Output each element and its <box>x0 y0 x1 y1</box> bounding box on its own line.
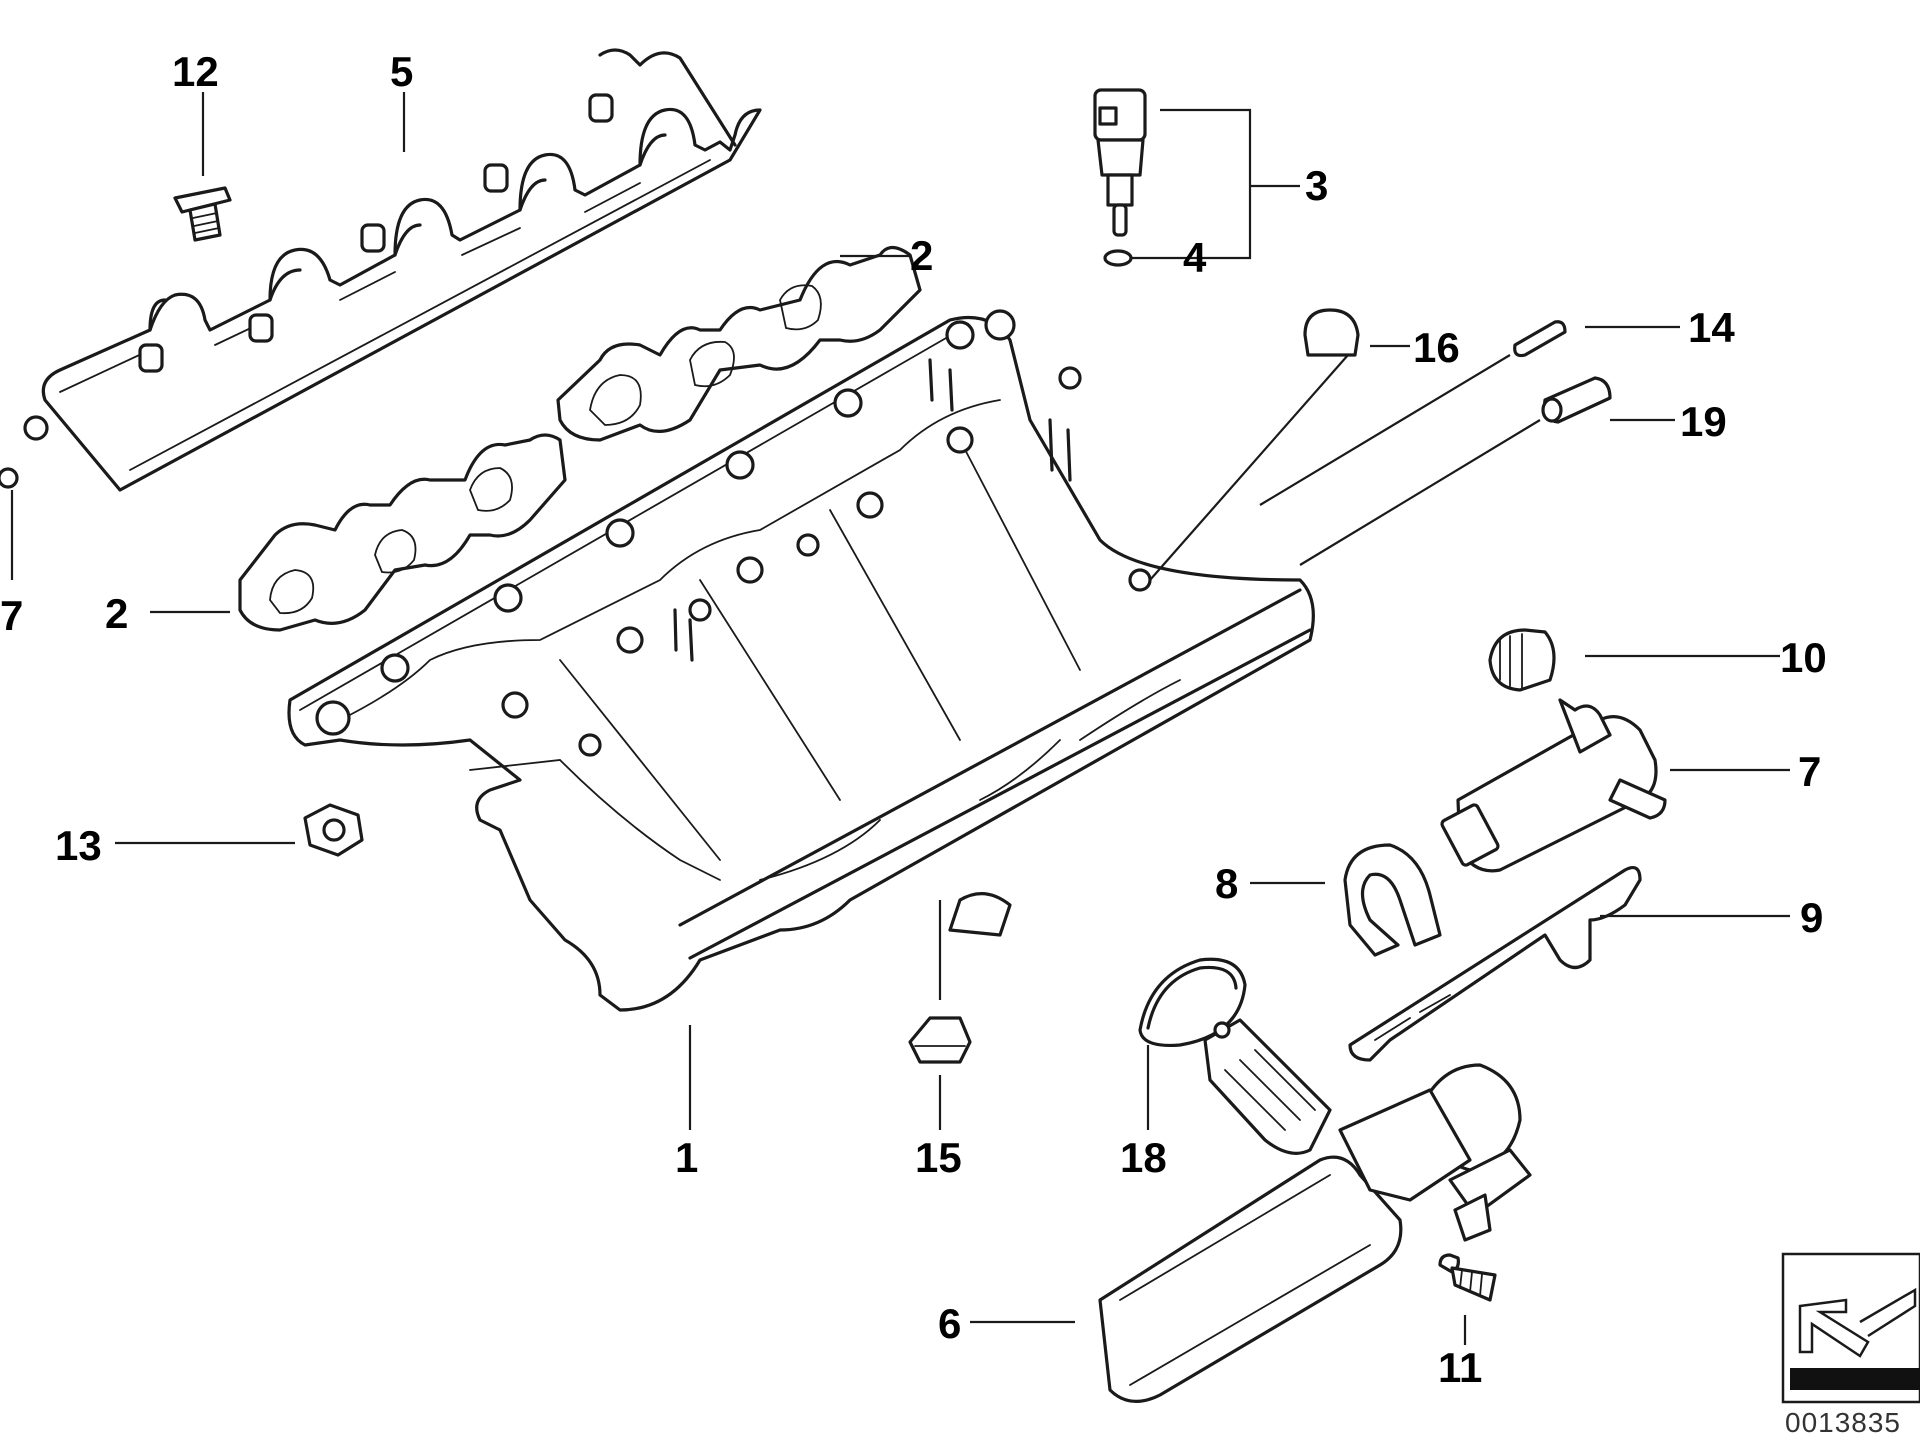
callout-10: 10 <box>1780 634 1827 681</box>
clamp-ring-part[interactable] <box>1343 843 1442 957</box>
seal-ring-part[interactable] <box>1138 957 1247 1048</box>
callout-8: 8 <box>1215 860 1238 907</box>
callout-4: 4 <box>1183 234 1207 281</box>
callout-19: 19 <box>1680 398 1727 445</box>
callout-3: 3 <box>1305 162 1328 209</box>
o-ring-part[interactable] <box>1103 249 1133 267</box>
callout-7-right: 7 <box>1798 748 1821 795</box>
callout-7-left: 7 <box>0 592 23 639</box>
reference-number: 0013835 <box>1785 1407 1901 1438</box>
cap-part-16[interactable] <box>1303 308 1360 357</box>
callout-12: 12 <box>172 48 219 95</box>
callout-6: 6 <box>938 1300 961 1347</box>
callout-1: 1 <box>675 1134 698 1181</box>
gasket-part-upper[interactable] <box>556 245 922 442</box>
callout-13: 13 <box>55 822 102 869</box>
callout-16: 16 <box>1413 324 1460 371</box>
gasket-part-lower[interactable] <box>238 433 567 632</box>
fuel-rail-part[interactable] <box>0 48 762 492</box>
callout-2-upper: 2 <box>910 232 933 279</box>
intake-manifold-part[interactable] <box>287 309 1315 1012</box>
nut-part-13[interactable] <box>303 803 364 857</box>
direction-arrow-icon <box>1781 1252 1920 1404</box>
callout-labels: 12 5 3 4 2 16 14 19 7 2 10 7 13 8 9 1 15… <box>0 48 1827 1391</box>
temperature-sensor-part[interactable] <box>1093 88 1147 237</box>
bolt-part-11[interactable] <box>1438 1253 1497 1302</box>
idle-valve-part[interactable] <box>1440 698 1667 873</box>
callout-9: 9 <box>1800 894 1823 941</box>
bracket-part-9[interactable] <box>1348 866 1642 1062</box>
callout-2-lower: 2 <box>105 590 128 637</box>
screw-part-12[interactable] <box>173 186 232 242</box>
callout-14: 14 <box>1688 304 1735 351</box>
pin-part-14[interactable] <box>1513 320 1567 358</box>
callout-11: 11 <box>1438 1344 1482 1391</box>
callout-18: 18 <box>1120 1134 1167 1181</box>
leader-lines <box>10 92 1790 1345</box>
sleeve-part-19[interactable] <box>1541 376 1612 424</box>
callout-15: 15 <box>915 1134 962 1181</box>
callout-5: 5 <box>390 48 413 95</box>
actuator-part-6[interactable] <box>1098 1018 1532 1403</box>
nut-part-15[interactable] <box>908 1016 972 1064</box>
grommet-part-10[interactable] <box>1488 628 1556 692</box>
